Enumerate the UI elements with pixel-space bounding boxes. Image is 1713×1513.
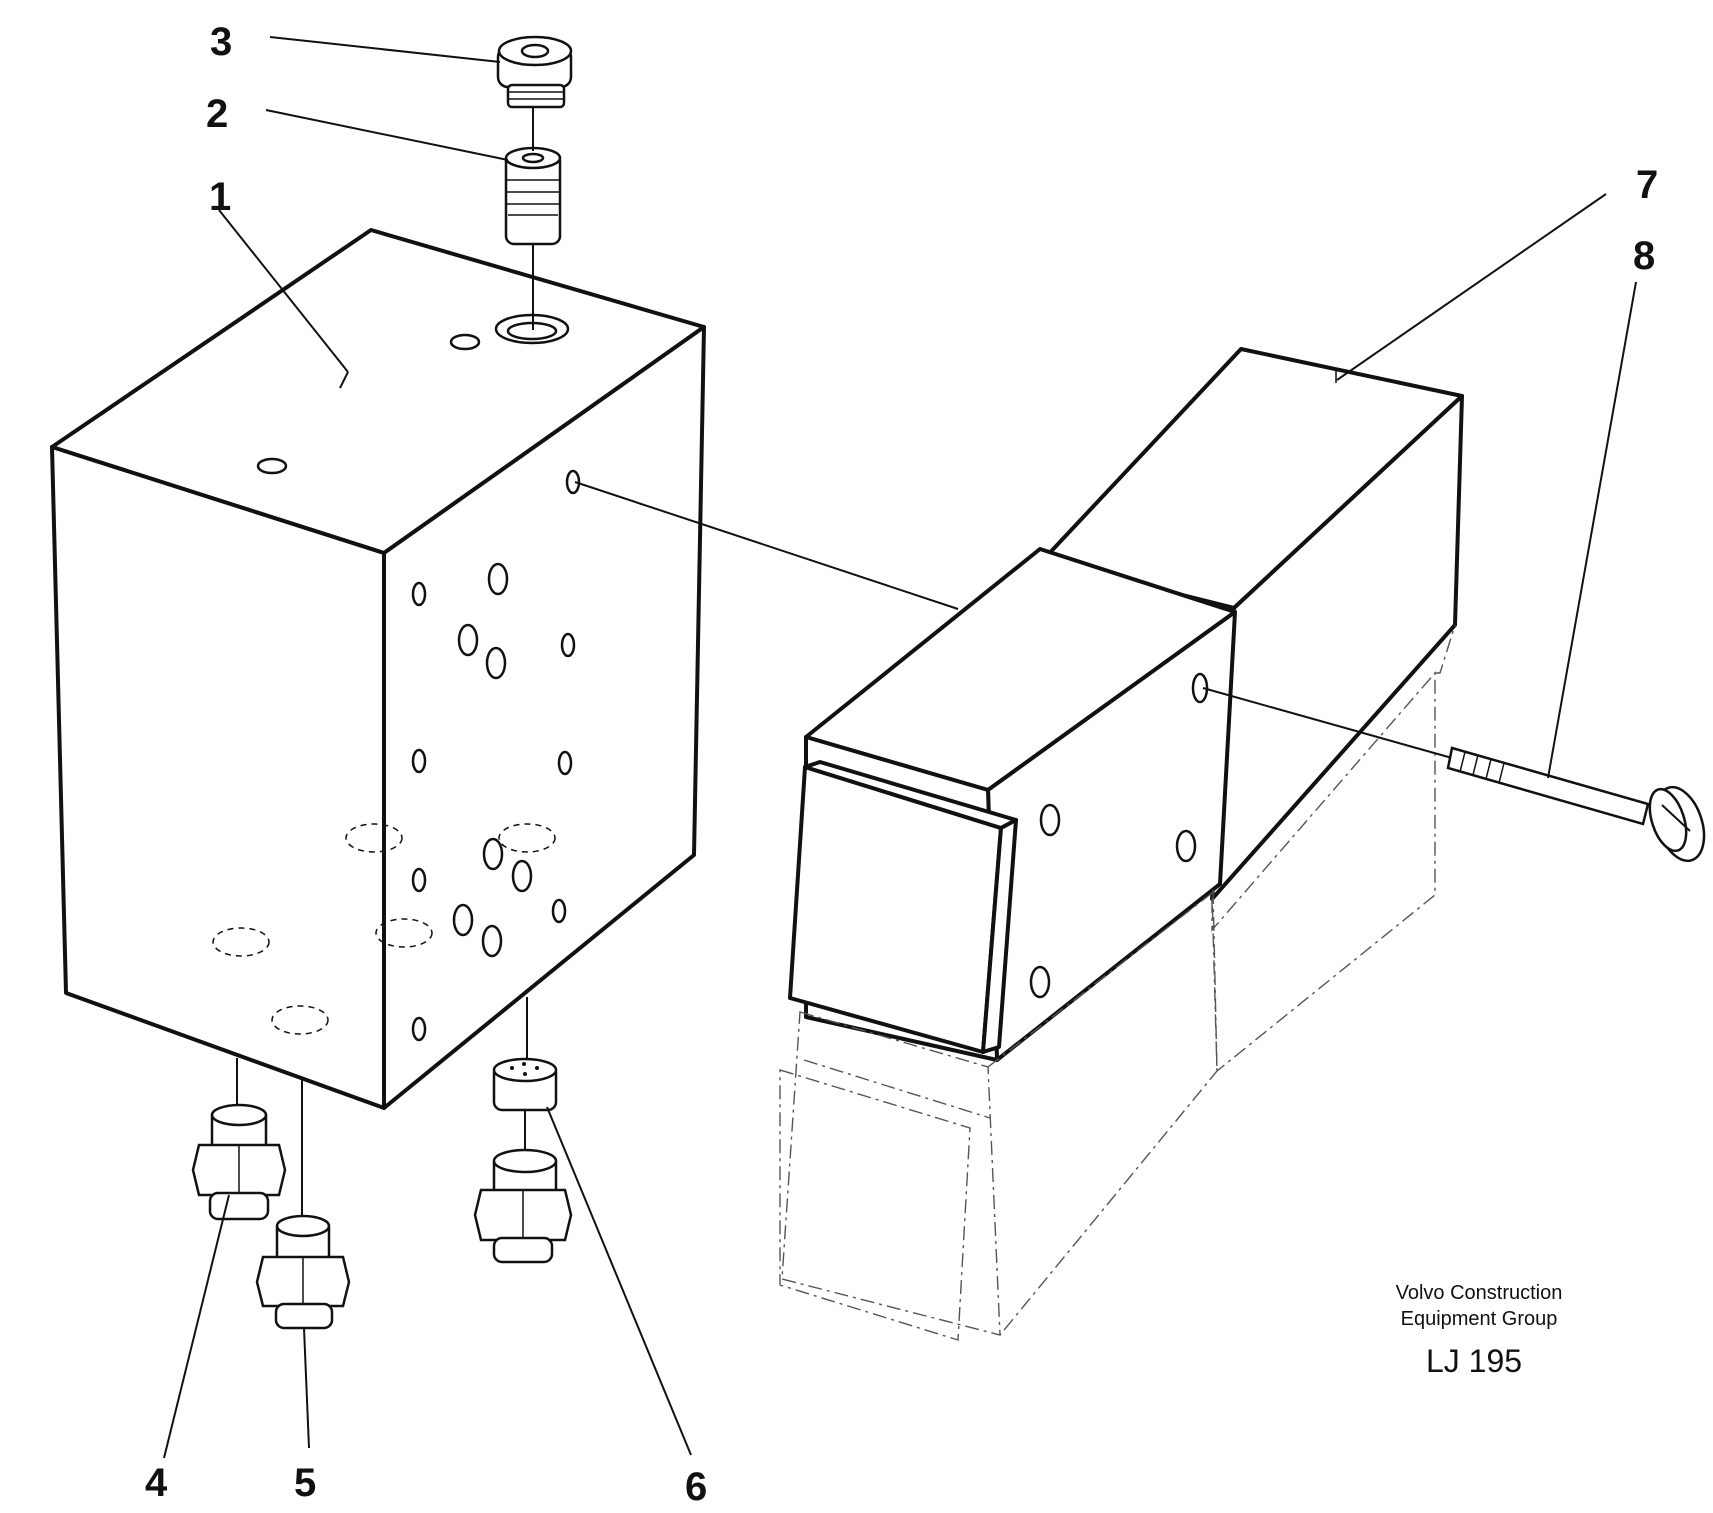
fitting-6 (473, 1148, 573, 1264)
phantom-solenoid (779, 624, 1456, 1341)
callout-3: 3 (210, 20, 232, 64)
leader-lines (163, 36, 1637, 1459)
callout-8: 8 (1633, 234, 1655, 278)
caption-line-1: Volvo Construction (1396, 1282, 1563, 1304)
callout-6: 6 (685, 1465, 707, 1509)
valve-block (50, 228, 706, 1110)
caption-line-2: Equipment Group (1401, 1308, 1558, 1330)
solenoid-valve (788, 347, 1464, 1062)
screw (1446, 746, 1706, 863)
callout-7: 7 (1636, 163, 1658, 207)
callout-1: 1 (209, 175, 231, 219)
plug (496, 35, 573, 109)
fitting-4 (191, 1103, 287, 1221)
callout-5: 5 (294, 1461, 316, 1505)
valve-cartridge (504, 146, 562, 246)
face-holes (411, 469, 581, 1042)
callout-2: 2 (206, 92, 228, 136)
fitting-5 (255, 1214, 351, 1330)
drawing-code: LJ 195 (1426, 1343, 1522, 1379)
callout-4: 4 (145, 1461, 168, 1505)
orifice-plug (492, 1057, 558, 1112)
